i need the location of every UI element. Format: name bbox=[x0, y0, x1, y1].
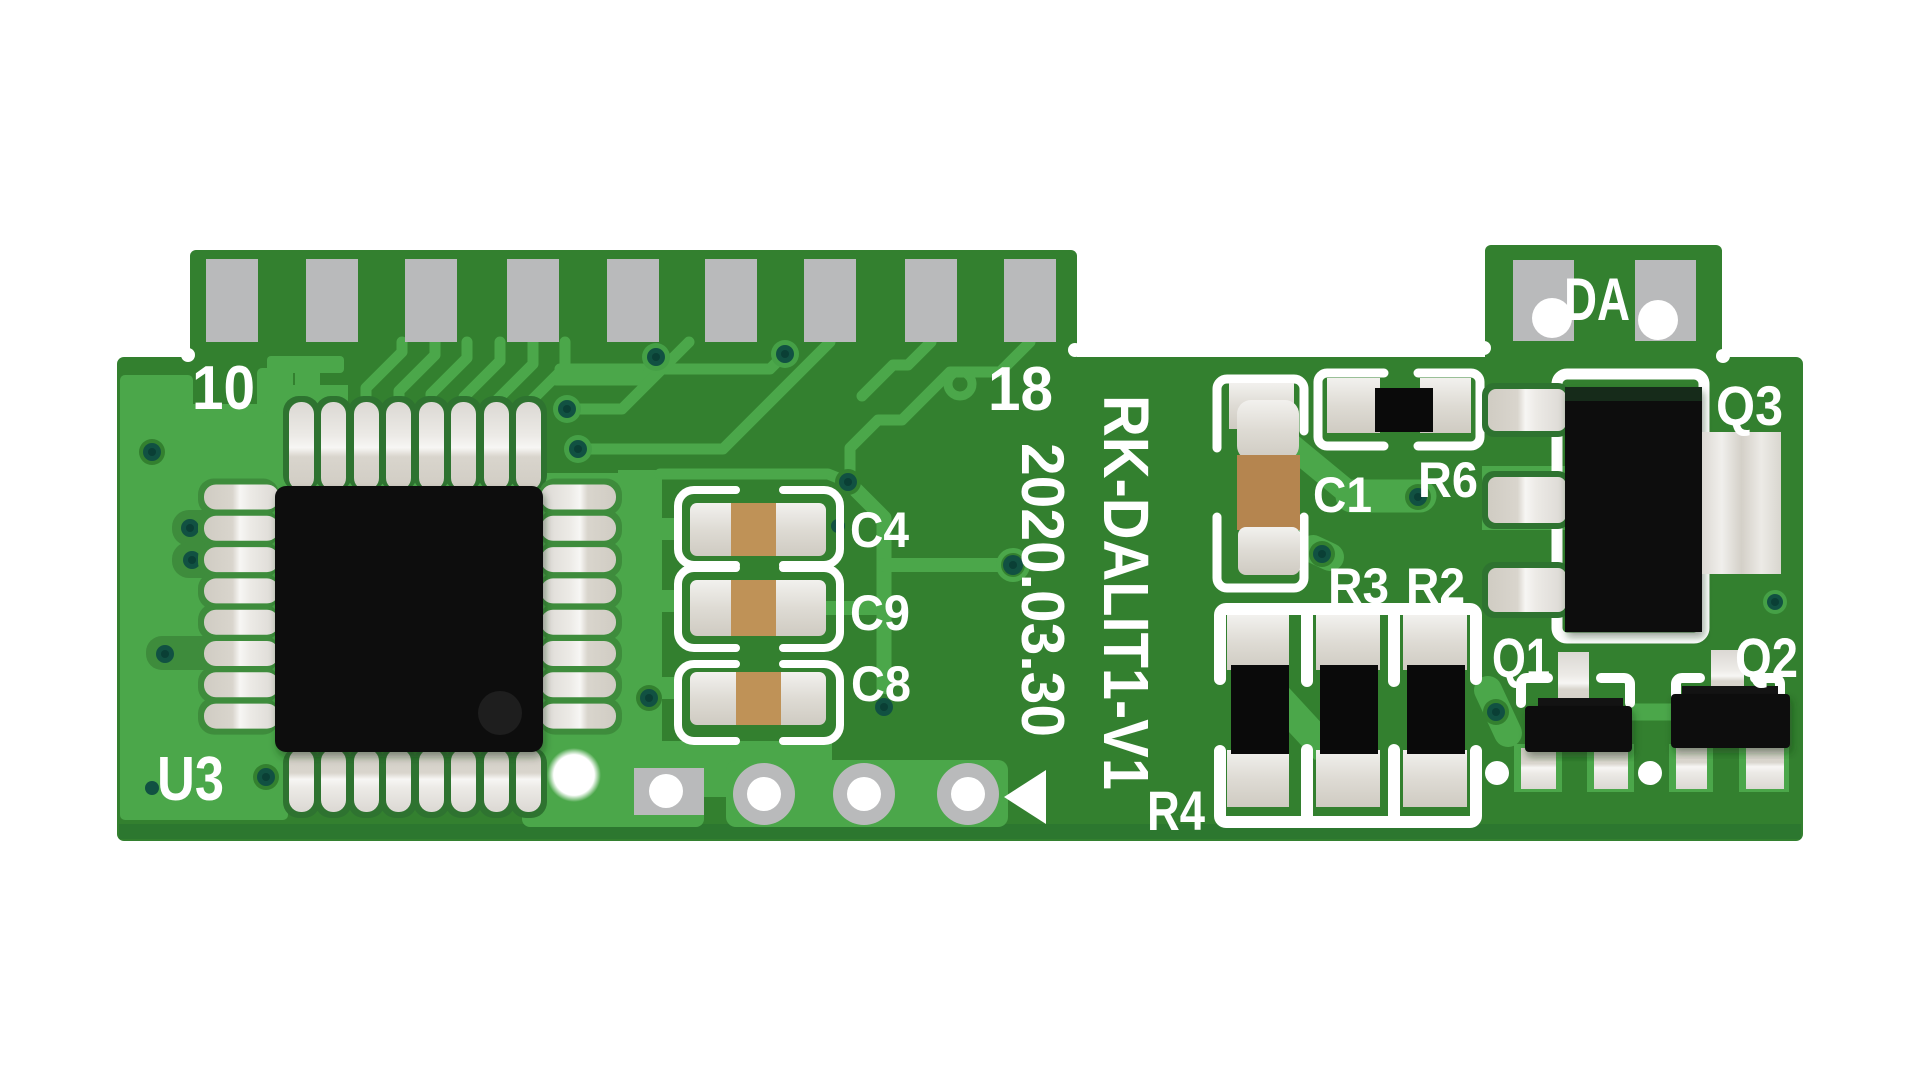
svg-text:C4: C4 bbox=[850, 502, 909, 558]
svg-text:DA: DA bbox=[1564, 266, 1630, 333]
svg-text:U3: U3 bbox=[157, 745, 224, 814]
svg-text:18: 18 bbox=[988, 355, 1053, 424]
svg-text:10: 10 bbox=[192, 354, 255, 423]
svg-text:R4: R4 bbox=[1147, 779, 1205, 842]
svg-text:2020.03.30: 2020.03.30 bbox=[1009, 443, 1076, 737]
svg-text:R3: R3 bbox=[1328, 558, 1389, 614]
svg-text:Q1: Q1 bbox=[1492, 626, 1550, 689]
svg-text:C9: C9 bbox=[850, 585, 910, 641]
svg-text:Q2: Q2 bbox=[1735, 626, 1798, 689]
svg-text:R6: R6 bbox=[1418, 452, 1478, 508]
svg-text:RK-DALIT1-V1: RK-DALIT1-V1 bbox=[1090, 395, 1162, 790]
svg-text:R2: R2 bbox=[1406, 558, 1465, 614]
svg-text:Q3: Q3 bbox=[1716, 374, 1783, 437]
svg-text:C1: C1 bbox=[1313, 467, 1372, 523]
svg-text:C8: C8 bbox=[851, 656, 911, 712]
